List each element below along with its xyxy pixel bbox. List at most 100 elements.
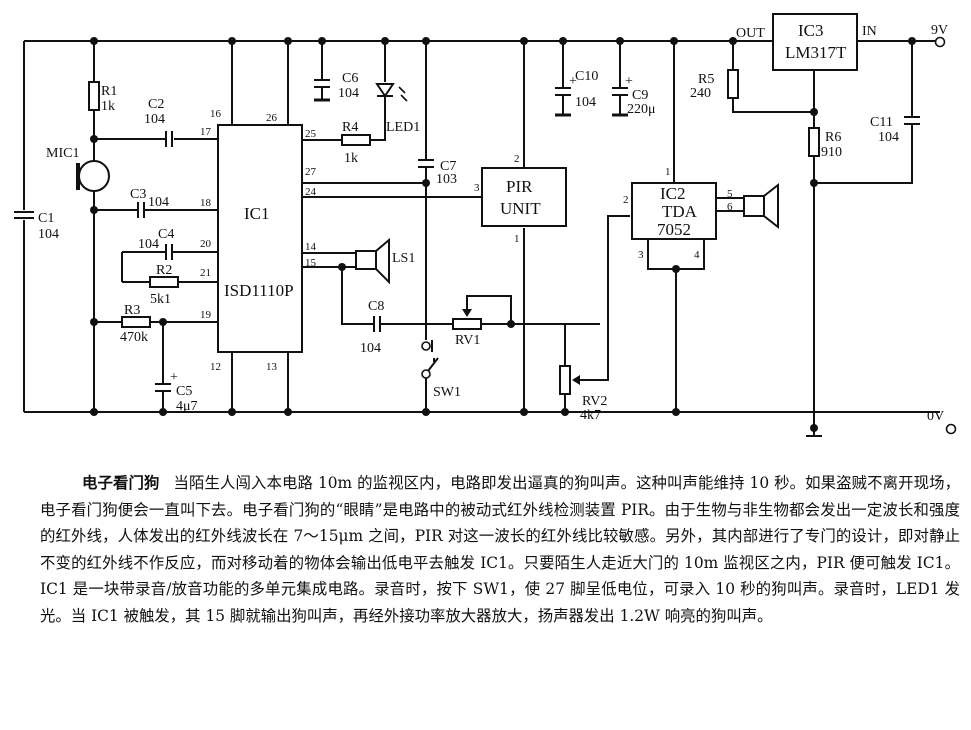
ic1-pin-21: 21: [200, 267, 211, 279]
c8-ref: C8: [368, 299, 384, 314]
c2-ref: C2: [148, 97, 164, 112]
c9-value: 220μ: [627, 102, 656, 117]
pir-pin-1: 1: [514, 233, 520, 245]
ic2-part-2: 7052: [657, 220, 691, 239]
led1-ref: LED1: [386, 120, 420, 135]
sw1-ref: SW1: [433, 385, 461, 400]
ic2-pin-3: 3: [638, 249, 644, 261]
ic1-pin-15: 15: [305, 257, 317, 269]
ic3-part: LM317T: [785, 43, 847, 62]
rv2-ref: RV2: [582, 394, 607, 409]
description-title: 电子看门狗: [82, 474, 160, 492]
pir-pin-3: 3: [474, 182, 480, 194]
c7-value: 103: [436, 172, 457, 187]
c1-ref: C1: [38, 211, 54, 226]
ic2-pin-1: 1: [665, 166, 671, 178]
positive-rail: [23, 40, 763, 412]
supply-label: 9V: [931, 23, 948, 38]
c3-value: 104: [148, 195, 169, 210]
resistor-r5: R5 240: [690, 69, 739, 101]
c6-value: 104: [338, 86, 359, 101]
capacitor-c3: C3 104: [130, 187, 169, 218]
ground-terminal-0v: 0V: [927, 409, 957, 435]
ic2-pin-6: 6: [727, 201, 733, 213]
svg-text:+: +: [625, 74, 633, 89]
capacitor-c9: + C9 220μ: [612, 74, 656, 117]
capacitor-c7: C7 103: [418, 159, 457, 187]
description-body: 当陌生人闯入本电路 10m 的监视区内，电路即发出逼真的狗叫声。这种叫声能维持 …: [40, 474, 960, 625]
potentiometer-rv2: RV2 4k7: [559, 365, 607, 423]
resistor-r1: R1 1k: [88, 81, 117, 114]
c5-ref: C5: [176, 384, 192, 399]
led-led1: LED1: [375, 83, 420, 135]
r1-ref: R1: [101, 84, 117, 99]
r5-value: 240: [690, 86, 711, 101]
switch-sw1: SW1: [421, 340, 461, 412]
r2-ref: R2: [156, 263, 172, 278]
r4-ref: R4: [342, 120, 358, 135]
speaker-ic2-output: [743, 182, 779, 230]
pir-pin-2: 2: [514, 153, 520, 165]
ic1-pin-18: 18: [200, 197, 212, 209]
capacitor-c10: + C10 104: [555, 69, 598, 117]
pir-unit: PIR UNIT 2 3 1: [474, 153, 567, 245]
ic3-in-label: IN: [862, 24, 877, 39]
ic2-pin-4: 4: [694, 249, 700, 261]
ic1-isd1110p: IC1 ISD1110P 16 17 26 25 27 24 18 20 21 …: [200, 108, 317, 373]
mic1-ref: MIC1: [46, 146, 79, 161]
c9-ref: C9: [632, 88, 648, 103]
circuit-description: 电子看门狗当陌生人闯入本电路 10m 的监视区内，电路即发出逼真的狗叫声。这种叫…: [40, 470, 960, 629]
ic3-ref: IC3: [798, 21, 824, 40]
ic2-tda7052: IC2 TDA 7052 1 2 3 4 5 6: [623, 166, 733, 261]
c4-value: 104: [138, 237, 159, 252]
capacitor-c4: C4 104: [138, 227, 174, 260]
c11-ref: C11: [870, 115, 893, 130]
ic2-pin-5: 5: [727, 188, 733, 200]
potentiometer-rv1: RV1: [452, 295, 512, 348]
c1-value: 104: [38, 227, 59, 242]
ic2-part-1: TDA: [662, 202, 698, 221]
capacitor-c2: C2 104: [144, 97, 173, 147]
ls1-ref: LS1: [392, 251, 415, 266]
r6-value: 910: [821, 145, 842, 160]
capacitor-c1: C1 104: [12, 210, 59, 242]
ic2-pin-2: 2: [623, 194, 629, 206]
ic1-pin-24: 24: [305, 186, 317, 198]
c5-value: 4μ7: [176, 399, 198, 414]
ic1-pin-25: 25: [305, 128, 317, 140]
r2-value: 5k1: [150, 292, 171, 307]
c6-ref: C6: [342, 71, 358, 86]
svg-text:+: +: [170, 370, 178, 385]
capacitor-c11: C11 104: [870, 115, 920, 145]
c10-value: 104: [575, 95, 596, 110]
ic2-ref: IC2: [660, 184, 686, 203]
c7-ref: C7: [440, 159, 456, 174]
ic1-pin-16: 16: [210, 108, 222, 120]
description-paragraph: 电子看门狗当陌生人闯入本电路 10m 的监视区内，电路即发出逼真的狗叫声。这种叫…: [40, 470, 960, 629]
ic1-ref: IC1: [244, 204, 270, 223]
ic1-pin-20: 20: [200, 238, 212, 250]
svg-text:+: +: [569, 74, 577, 89]
c4-ref: C4: [158, 227, 174, 242]
c3-ref: C3: [130, 187, 146, 202]
c10-ref: C10: [575, 69, 598, 84]
capacitor-c6: C6 104: [314, 71, 359, 102]
circuit-schematic: C1 104 R1 1k MIC1 C2 104 C3 104 C4 104 R…: [12, 13, 957, 437]
r4-value: 1k: [344, 151, 358, 166]
ic3-out-label: OUT: [736, 26, 765, 41]
c2-value: 104: [144, 112, 165, 127]
rv1-ref: RV1: [455, 333, 480, 348]
ic1-pin-14: 14: [305, 241, 317, 253]
capacitor-c8: C8 104: [360, 299, 384, 356]
ic1-part: ISD1110P: [224, 281, 294, 300]
microphone-mic1: MIC1: [46, 146, 110, 192]
ic1-pin-12: 12: [210, 361, 221, 373]
pir-label-2: UNIT: [500, 199, 541, 218]
resistor-r4: R4 1k: [341, 120, 371, 166]
resistor-r2: R2 5k1: [149, 263, 179, 307]
r3-ref: R3: [124, 303, 140, 318]
ic1-pin-19: 19: [200, 309, 212, 321]
ic1-pin-27: 27: [305, 166, 317, 178]
ic1-pin-26: 26: [266, 112, 278, 124]
ic1-pin-17: 17: [200, 126, 212, 138]
